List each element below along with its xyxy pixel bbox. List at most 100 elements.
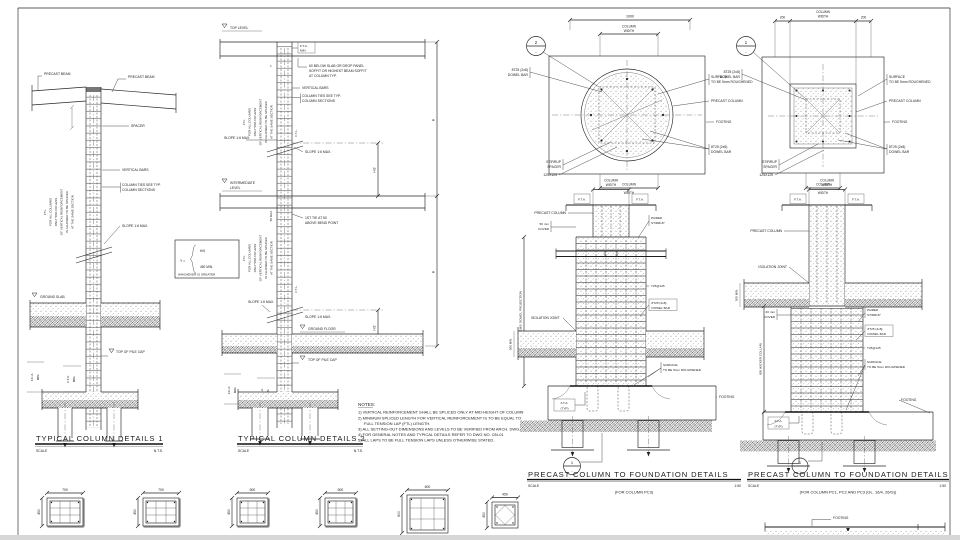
slope-label: SLOPE 1:6 MAX. xyxy=(305,150,331,154)
scale-value: N.T.S. xyxy=(354,449,363,453)
stirrup-spacer-label: STIRRUP xyxy=(762,160,778,164)
slope-label: SLOPE 1:6 MAX. xyxy=(305,315,331,319)
elev-a-top-dims: COLUMN WIDTH F.T.A. F.T.A. xyxy=(573,179,649,205)
fta-min-label: MIN. xyxy=(72,376,76,383)
column-section-4: 500 450 xyxy=(315,488,359,529)
scale-value: N.T.S. xyxy=(154,449,163,453)
vertical-bars-label: VERTICAL BARS xyxy=(122,168,149,172)
side-dim: 200 xyxy=(861,16,867,20)
column-width-dim: COLUMN xyxy=(816,183,831,187)
column-sections-row: 700 450 700 450 500 450 500 4 xyxy=(37,485,521,536)
h2-dim-label: H/2 xyxy=(373,167,377,172)
detail-title: TYPICAL COLUMN DETAILS 2 xyxy=(238,434,366,443)
fta-label: F.T.A. xyxy=(300,44,308,48)
precast-column-label: PRECAST COLUMN xyxy=(711,99,743,103)
fca-label: F.C.A. xyxy=(227,386,231,395)
foundation-elevation-a: COLUMN WIDTH F.T.A. F.T.A. PRECAST COLUM… xyxy=(509,179,742,495)
tie-spec-label: T25@125 xyxy=(867,346,881,350)
max-50-label: 50 MAX xyxy=(269,211,273,222)
detail-title: PRECAST COLUMN TO FOUNDATION DETAILS xyxy=(528,470,728,479)
h2-dim-label: H/2 xyxy=(373,325,377,330)
surface-roughened-label: SURFACE xyxy=(711,75,728,79)
plan-b-labels: 8T25 (2x8) DOWEL BAR SURFACE TO BE 5mm R… xyxy=(720,69,931,177)
y-option-bottom: 450 MIN. xyxy=(200,265,213,269)
soffit-note: 60 BELOW SLAB OR DROP PANEL xyxy=(309,64,364,68)
footing-label: FOOTING xyxy=(833,516,849,520)
elev-a-title: PRECAST COLUMN TO FOUNDATION DETAILS SCA… xyxy=(527,470,741,495)
min-500-dim: 500 MIN. xyxy=(509,338,513,350)
surface-roughened-label: TO BE 5mm ROUGHENED xyxy=(889,80,931,84)
note-line: FULL TENSION LAP (FTL) LENGTH. xyxy=(364,421,430,426)
ground-slab-2 xyxy=(221,330,424,356)
scale-label: SCALE xyxy=(238,449,250,453)
slope-label: SLOPE 1:6 MAX. xyxy=(122,224,148,228)
min-500-dim: 500 MIN. xyxy=(735,289,739,301)
ground-floor-label: GROUND FLOOR xyxy=(308,327,336,331)
y-option-top: H/6 xyxy=(200,249,205,253)
intermediate-level-label: LEVEL xyxy=(230,186,241,190)
bubble-dash: - xyxy=(799,468,801,473)
section-width-dim: 500 xyxy=(250,488,256,492)
column-width-dim: WIDTH xyxy=(624,29,635,33)
labels-detail-1: PRECAST BEAM PRECAST BEAM SPACER VERTICA… xyxy=(31,72,161,357)
elev-b-slab: 500 MIN. xyxy=(735,279,923,310)
surface-roughened-label: TO BE 5mm ROUGHENED xyxy=(867,365,906,369)
notes-heading: NOTES: xyxy=(358,402,375,407)
stirrup-spacer-label: STIRRUP xyxy=(546,160,562,164)
side-dim: 200 xyxy=(780,16,786,20)
detail-subtitle: (FOR COLUMN PC1, PC2 AND PC3 (GL. 16/4, … xyxy=(800,490,897,495)
elev-b-column xyxy=(781,204,873,413)
surface-roughened-label: SURFACE xyxy=(889,75,906,79)
storey-dims: H H H/2 H/2 xyxy=(373,39,440,349)
fta-typ-label: F.T.A. xyxy=(561,401,569,405)
note-line: 5) ALL LAPS TO BE FULL TENSION LAPS UNLE… xyxy=(358,438,494,443)
fca-label: F.C.A. xyxy=(30,373,34,382)
h-dim-label: H xyxy=(432,270,436,273)
spacer-label: SPACER xyxy=(131,124,145,128)
paired-stirrup-label: PAIRED xyxy=(867,308,879,312)
stirrup-spacer-label: SPACER xyxy=(547,165,561,169)
column-width-dim: COLUMN xyxy=(622,25,637,29)
title-block-2: TYPICAL COLUMN DETAILS 2 SCALE N.T.S. xyxy=(237,434,366,453)
elev-b-bubble: 1 - xyxy=(791,442,823,475)
dowel-bar-label: DOWEL BAR xyxy=(652,306,671,310)
first-tie-note: 1ST TIE AT 50 xyxy=(305,216,327,220)
surface-roughened-label: TO BE 5mm ROUGHENED xyxy=(711,80,753,84)
column-width-dim: WIDTH xyxy=(818,15,829,19)
section-width-dim: 700 xyxy=(158,488,164,492)
cover-label: COVER xyxy=(764,315,776,319)
column-width-dim: COLUMN xyxy=(816,10,831,14)
column-elevation-2 xyxy=(219,39,426,428)
bubble-dash: - xyxy=(571,469,573,474)
column-section-6: 450 450 xyxy=(482,493,521,531)
y-note-footer: WHICHEVER IS GREATER xyxy=(178,273,216,277)
soffit-note: SOFFIT OR HIGHEST BEAM SOFFIT xyxy=(309,69,367,73)
top-of-pile-cap-label: TOP OF PILE CAP xyxy=(308,358,337,362)
isolation-joint-label: ISOLATION JOINT xyxy=(531,316,560,320)
section-height-dim: 450 xyxy=(315,509,319,515)
overall-dim: 1000 xyxy=(626,15,634,19)
sheet-border xyxy=(0,7,960,540)
section-width-dim: 600 xyxy=(425,485,431,489)
precast-column-label: PRECAST COLUMN xyxy=(889,99,921,103)
footing-label: FOOTING xyxy=(901,398,917,402)
dowel-bar-label: DOWEL BAR xyxy=(720,75,741,79)
plan-a-labels: 8T25 (2x8) DOWEL BAR SURFACE TO BE 5mm R… xyxy=(508,67,753,177)
fta-label: F.T.A. xyxy=(794,198,802,202)
surface-roughened-label: TO BE 5mm ROUGHENED xyxy=(663,368,702,372)
section-height-dim: 450 xyxy=(482,512,486,518)
section-height-dim: 450 xyxy=(37,509,41,515)
bubble-number: 1 xyxy=(799,460,802,465)
column-width-dim: COLUMN xyxy=(820,179,835,183)
general-notes: NOTES: 1) VERTICAL REINFORCEMENT SHALL B… xyxy=(358,402,524,443)
bubble-dash: - xyxy=(745,50,747,55)
typical-column-details-1: PRECAST BEAM PRECAST BEAM SPACER VERTICA… xyxy=(27,72,177,453)
dowel-bar-label: DOWEL BAR xyxy=(889,150,910,154)
column-section-1: 700 450 xyxy=(37,488,86,529)
scale-label: SCALE xyxy=(528,484,540,488)
dowel-projection-dim: 1600 DOWEL PROJECTION xyxy=(519,291,523,331)
slope-label: SLOPE 1:6 MAX. xyxy=(224,136,250,140)
fta-typ-label: F.T.A. xyxy=(775,419,783,423)
elev-a-bubble: 1 - xyxy=(563,433,603,475)
